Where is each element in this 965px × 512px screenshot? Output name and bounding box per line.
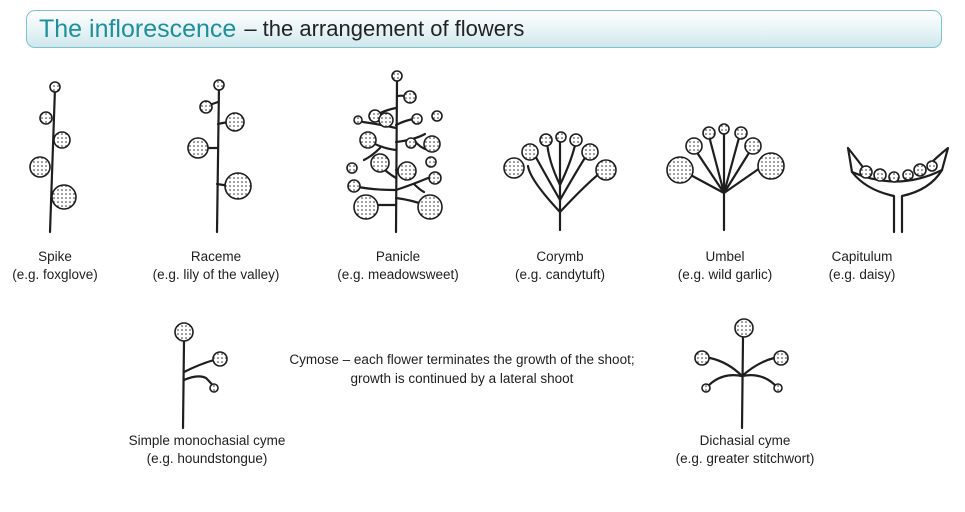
type-name: Umbel <box>705 249 745 264</box>
type-example: (e.g. houndstongue) <box>146 451 268 466</box>
label-dichasial-cyme: Dichasial cyme (e.g. greater stitchwort) <box>645 432 845 468</box>
type-example: (e.g. greater stitchwort) <box>675 451 815 466</box>
type-example: (e.g. meadowsweet) <box>337 267 459 282</box>
type-name: Capitulum <box>831 249 893 264</box>
label-spike: Spike (e.g. foxglove) <box>0 248 145 284</box>
cymose-line-2: growth is continued by a lateral shoot <box>350 371 574 386</box>
type-name: Spike <box>38 249 72 264</box>
type-example: (e.g. foxglove) <box>12 267 98 282</box>
label-capitulum: Capitulum (e.g. daisy) <box>782 248 942 284</box>
title-bar: The inflorescence – the arrangement of f… <box>26 10 942 48</box>
dichasial-cyme-drawing <box>694 318 789 430</box>
label-corymb: Corymb (e.g. candytuft) <box>470 248 650 284</box>
type-example: (e.g. candytuft) <box>514 267 606 282</box>
spike-drawing <box>29 81 77 234</box>
type-name: Raceme <box>190 249 242 264</box>
capitulum-drawing <box>846 146 950 234</box>
panicle-drawing <box>346 70 443 234</box>
monochasial-cyme-drawing <box>174 322 228 430</box>
title-rest: – the arrangement of flowers <box>244 16 525 41</box>
label-monochasial-cyme: Simple monochasial cyme (e.g. houndstong… <box>107 432 307 468</box>
type-name: Corymb <box>536 249 584 264</box>
umbel-drawing <box>666 123 785 232</box>
type-example: (e.g. lily of the valley) <box>152 267 280 282</box>
title-main: The inflorescence <box>39 14 237 43</box>
label-umbel: Umbel (e.g. wild garlic) <box>635 248 815 284</box>
type-name: Panicle <box>375 249 421 264</box>
label-panicle: Panicle (e.g. meadowsweet) <box>308 248 488 284</box>
cymose-line-1: Cymose – each flower terminates the grow… <box>289 352 635 367</box>
type-name: Dichasial cyme <box>699 433 791 448</box>
corymb-drawing <box>503 131 617 232</box>
label-raceme: Raceme (e.g. lily of the valley) <box>126 248 306 284</box>
type-example: (e.g. wild garlic) <box>677 267 773 282</box>
type-example: (e.g. daisy) <box>828 267 896 282</box>
raceme-drawing <box>187 79 252 234</box>
type-name: Simple monochasial cyme <box>128 433 286 448</box>
cymose-description: Cymose – each flower terminates the grow… <box>262 350 662 388</box>
